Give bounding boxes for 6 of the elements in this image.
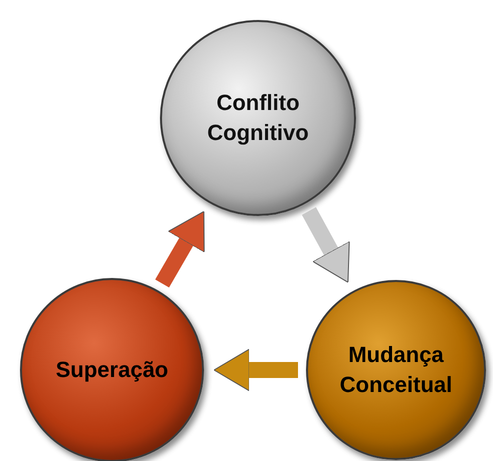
block-arrow bbox=[302, 207, 350, 283]
block-arrow bbox=[214, 348, 298, 392]
block-arrow bbox=[155, 210, 205, 288]
node-label: Mudança Conceitual bbox=[338, 341, 454, 399]
node-label: Conflito Cognitivo bbox=[206, 89, 310, 147]
node-label: Superação bbox=[56, 356, 168, 384]
